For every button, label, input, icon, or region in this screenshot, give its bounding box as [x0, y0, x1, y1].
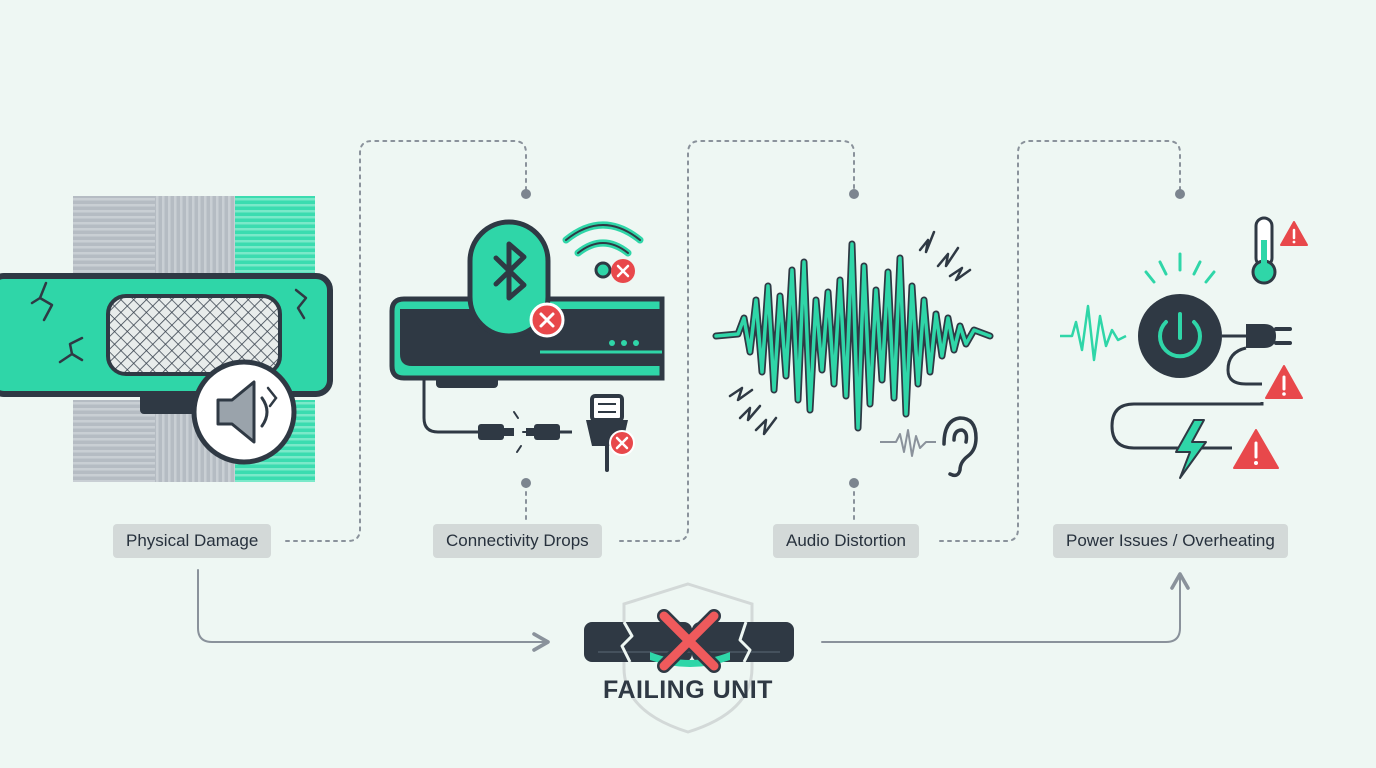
- wifi-icon: [562, 221, 644, 279]
- flow-arrows: [197, 569, 1190, 652]
- bluetooth-error-icon: [529, 302, 565, 338]
- unplugged-connector-icon: [586, 394, 635, 472]
- ground-strip-gray-2: [155, 196, 235, 278]
- connector-audio-to-power: [939, 140, 1181, 542]
- power-glow-marks: [1144, 252, 1216, 284]
- power-cable: [1110, 402, 1264, 450]
- power-plug-icon: [1222, 324, 1292, 386]
- ear-icon: [942, 416, 978, 478]
- crack-marks: [30, 281, 308, 364]
- label-power-issues: Power Issues / Overheating: [1053, 524, 1288, 558]
- cable-warning-icon: [1233, 429, 1279, 469]
- audio-distortion-illustration: [712, 230, 994, 478]
- label-audio-distortion: Audio Distortion: [773, 524, 920, 558]
- thermometer-icon: [1251, 216, 1277, 285]
- label-physical-damage: Physical Damage: [113, 524, 272, 558]
- physical-damage-illustration: [0, 196, 333, 482]
- ground-strip-gray-1: [73, 196, 155, 278]
- connector-connectivity-to-audio: [619, 140, 855, 542]
- failing-unit-title: FAILING UNIT: [603, 676, 773, 704]
- small-waveform: [880, 429, 936, 457]
- disconnected-cable-icon: [422, 378, 572, 453]
- bluetooth-icon: [467, 219, 551, 339]
- power-issues-illustration: [1060, 216, 1308, 479]
- temperature-warning-icon: [1280, 221, 1308, 246]
- wifi-error-icon: [611, 259, 635, 283]
- shield-outline: [622, 582, 754, 734]
- crack-mark: [620, 621, 634, 663]
- broken-speaker-icon: [191, 359, 297, 465]
- connector-dots: [521, 189, 1185, 488]
- plug-warning-icon: [1265, 365, 1303, 399]
- arrow-to-failing-unit: [197, 569, 550, 652]
- heartbeat-line: [1060, 304, 1127, 362]
- failing-unit-illustration: [584, 582, 794, 734]
- speaker-grille: [106, 294, 282, 376]
- arrow-to-power-issues: [821, 572, 1190, 643]
- stage-connectors: [285, 140, 1181, 542]
- label-connectivity-drops: Connectivity Drops: [433, 524, 602, 558]
- ground-strip-green-1: [235, 196, 315, 278]
- power-button-icon: [1138, 294, 1222, 378]
- connectivity-illustration: [389, 219, 665, 472]
- lightning-bolt-icon: [1175, 419, 1207, 479]
- distortion-sparks: [728, 230, 972, 436]
- connector-physical-to-connectivity: [285, 140, 527, 542]
- failure-x-icon: [657, 609, 721, 673]
- ground-strip-gray-3: [73, 400, 155, 482]
